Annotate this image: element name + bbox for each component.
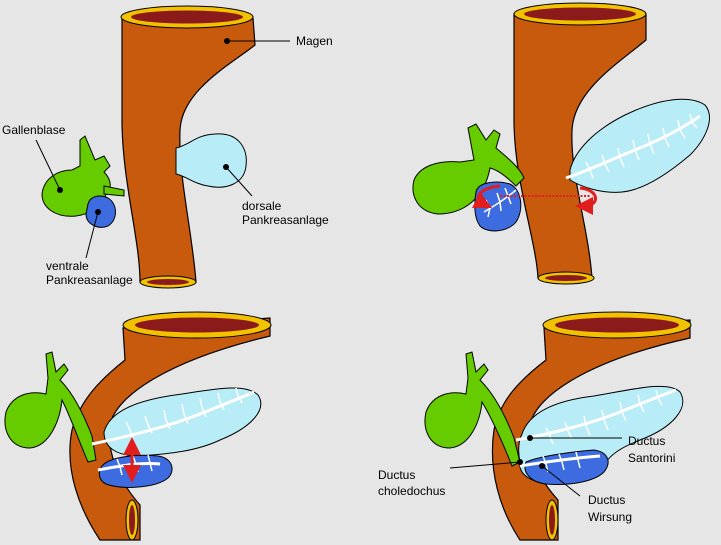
rotation-arrow-left bbox=[471, 184, 501, 209]
gallbladder bbox=[41, 135, 111, 217]
label-ductus-choledochus-2: choledochus bbox=[378, 484, 445, 498]
stomach-lumen bbox=[524, 7, 636, 21]
duodenum-lumen bbox=[129, 505, 135, 535]
panel-1: Magen Gallenblase ventrale Pankreasanlag… bbox=[2, 5, 333, 289]
duct-system bbox=[91, 387, 255, 476]
rotation-arrow-right bbox=[575, 186, 597, 215]
label-magen: Magen bbox=[296, 34, 333, 48]
ventral-pancreas bbox=[98, 454, 173, 488]
label-ventrale: ventrale bbox=[46, 259, 89, 273]
stomach-lower-lumen bbox=[545, 275, 587, 281]
label-ductus-santorini-1: Ductus bbox=[628, 434, 665, 448]
duodenum-lumen bbox=[549, 505, 555, 535]
ventral-pancreas bbox=[474, 181, 522, 232]
panel-4: Ductus Santorini Ductus choledochus Duct… bbox=[378, 311, 692, 541]
label-dorsale: dorsale bbox=[242, 199, 282, 213]
panel-2 bbox=[412, 2, 710, 285]
stomach bbox=[121, 17, 256, 283]
duct-system bbox=[515, 388, 677, 473]
panel-3 bbox=[4, 311, 272, 541]
stomach-lumen bbox=[135, 317, 259, 333]
dorsal-duct-branches bbox=[585, 113, 698, 179]
label-gallenblase: Gallenblase bbox=[2, 123, 66, 137]
stomach-lumen bbox=[555, 317, 679, 333]
dorsal-pancreas bbox=[569, 98, 710, 193]
bile-duct bbox=[103, 185, 125, 197]
label-ductus-choledochus-1: Ductus bbox=[378, 468, 415, 482]
stomach-lumen bbox=[131, 10, 243, 24]
label-ductus-santorini-2: Santorini bbox=[628, 451, 675, 465]
stomach-lower-lumen bbox=[147, 279, 189, 285]
label-ductus-wirsung-1: Ductus bbox=[588, 493, 625, 507]
gallbladder bbox=[424, 351, 521, 467]
gallbladder bbox=[4, 351, 97, 463]
dorsal-pancreas-bud bbox=[175, 133, 247, 188]
label-ductus-wirsung-2: Wirsung bbox=[588, 510, 632, 524]
label-ventrale-pankreasanlage: Pankreasanlage bbox=[46, 273, 133, 287]
label-dorsale-pankreasanlage: Pankreasanlage bbox=[242, 213, 329, 227]
